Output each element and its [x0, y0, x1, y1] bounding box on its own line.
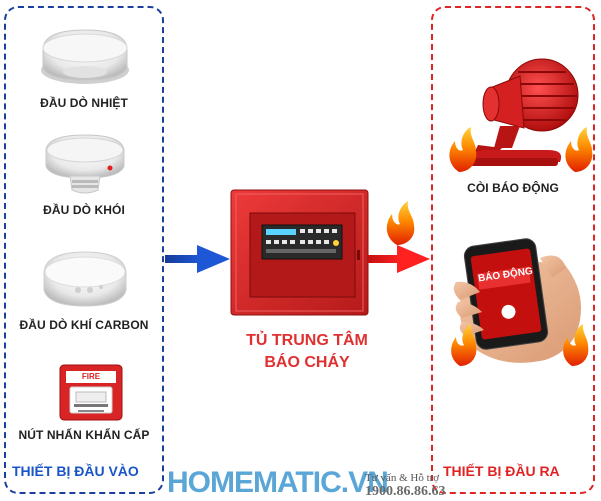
input-devices-panel — [4, 6, 164, 494]
co-detector-label: ĐẦU DÒ KHÍ CARBON — [19, 318, 149, 332]
flame-icon — [449, 127, 477, 172]
cabinet-label-line1: TỦ TRUNG TÂM — [246, 332, 368, 349]
output-devices-panel — [431, 6, 595, 494]
siren-label: CÒI BÁO ĐỘNG — [467, 181, 559, 195]
call-point-sign: FIRE — [81, 372, 101, 381]
input-panel-title: THIẾT BỊ ĐẦU VÀO — [12, 463, 139, 479]
brand-hotline: 1900.86.86.63 — [365, 484, 446, 499]
phone-alert-icon — [453, 238, 581, 363]
flame-icon — [451, 324, 477, 366]
flame-icon — [565, 127, 593, 172]
output-panel-title: THIẾT BỊ ĐẦU RA — [443, 463, 560, 479]
smoke-detector-icon — [45, 134, 125, 194]
siren-icon — [466, 58, 579, 166]
co-detector-icon — [43, 251, 127, 307]
heat-detector-label: ĐẦU DÒ NHIỆT — [40, 96, 128, 110]
cabinet-label-line2: BÁO CHÁY — [264, 354, 350, 371]
brand-consult-text: Tư vấn & Hỗ trợ — [365, 472, 440, 484]
call-point-label: NÚT NHẤN KHẨN CẤP — [18, 428, 150, 442]
input-arrow — [165, 245, 230, 273]
output-arrow — [368, 245, 430, 273]
manual-call-point-icon — [59, 364, 123, 421]
brand-logo: HOMEMATIC.VN — [167, 466, 389, 499]
control-panel-icon — [230, 189, 369, 316]
smoke-detector-label: ĐẦU DÒ KHÓI — [43, 203, 125, 217]
flame-icon — [563, 324, 589, 366]
flame-icon — [386, 201, 415, 245]
heat-detector-icon — [41, 29, 129, 84]
